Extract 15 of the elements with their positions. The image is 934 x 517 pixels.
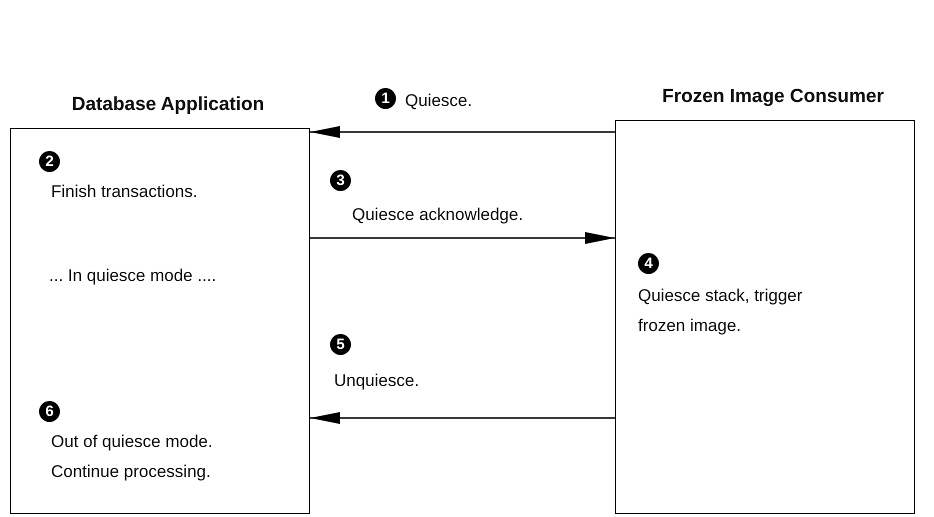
step-text: Finish transactions. <box>51 181 198 203</box>
step-text: ... In quiesce mode .... <box>49 265 218 287</box>
step-text: Out of quiesce mode. Continue processing. <box>51 431 214 483</box>
heading: Database Application <box>70 93 266 117</box>
callout-number: 4 <box>638 253 659 274</box>
callout-number: 5 <box>330 334 351 355</box>
callout-number: 3 <box>330 170 351 191</box>
callout-number: 6 <box>39 401 60 422</box>
arrow <box>310 412 615 424</box>
callout-number: 2 <box>39 151 60 172</box>
arrow <box>310 126 615 138</box>
arrow <box>310 232 615 244</box>
callout-number: 1 <box>375 88 396 109</box>
step-text: Quiesce stack, trigger frozen image. <box>638 285 804 337</box>
heading: Frozen Image Consumer <box>661 85 885 109</box>
